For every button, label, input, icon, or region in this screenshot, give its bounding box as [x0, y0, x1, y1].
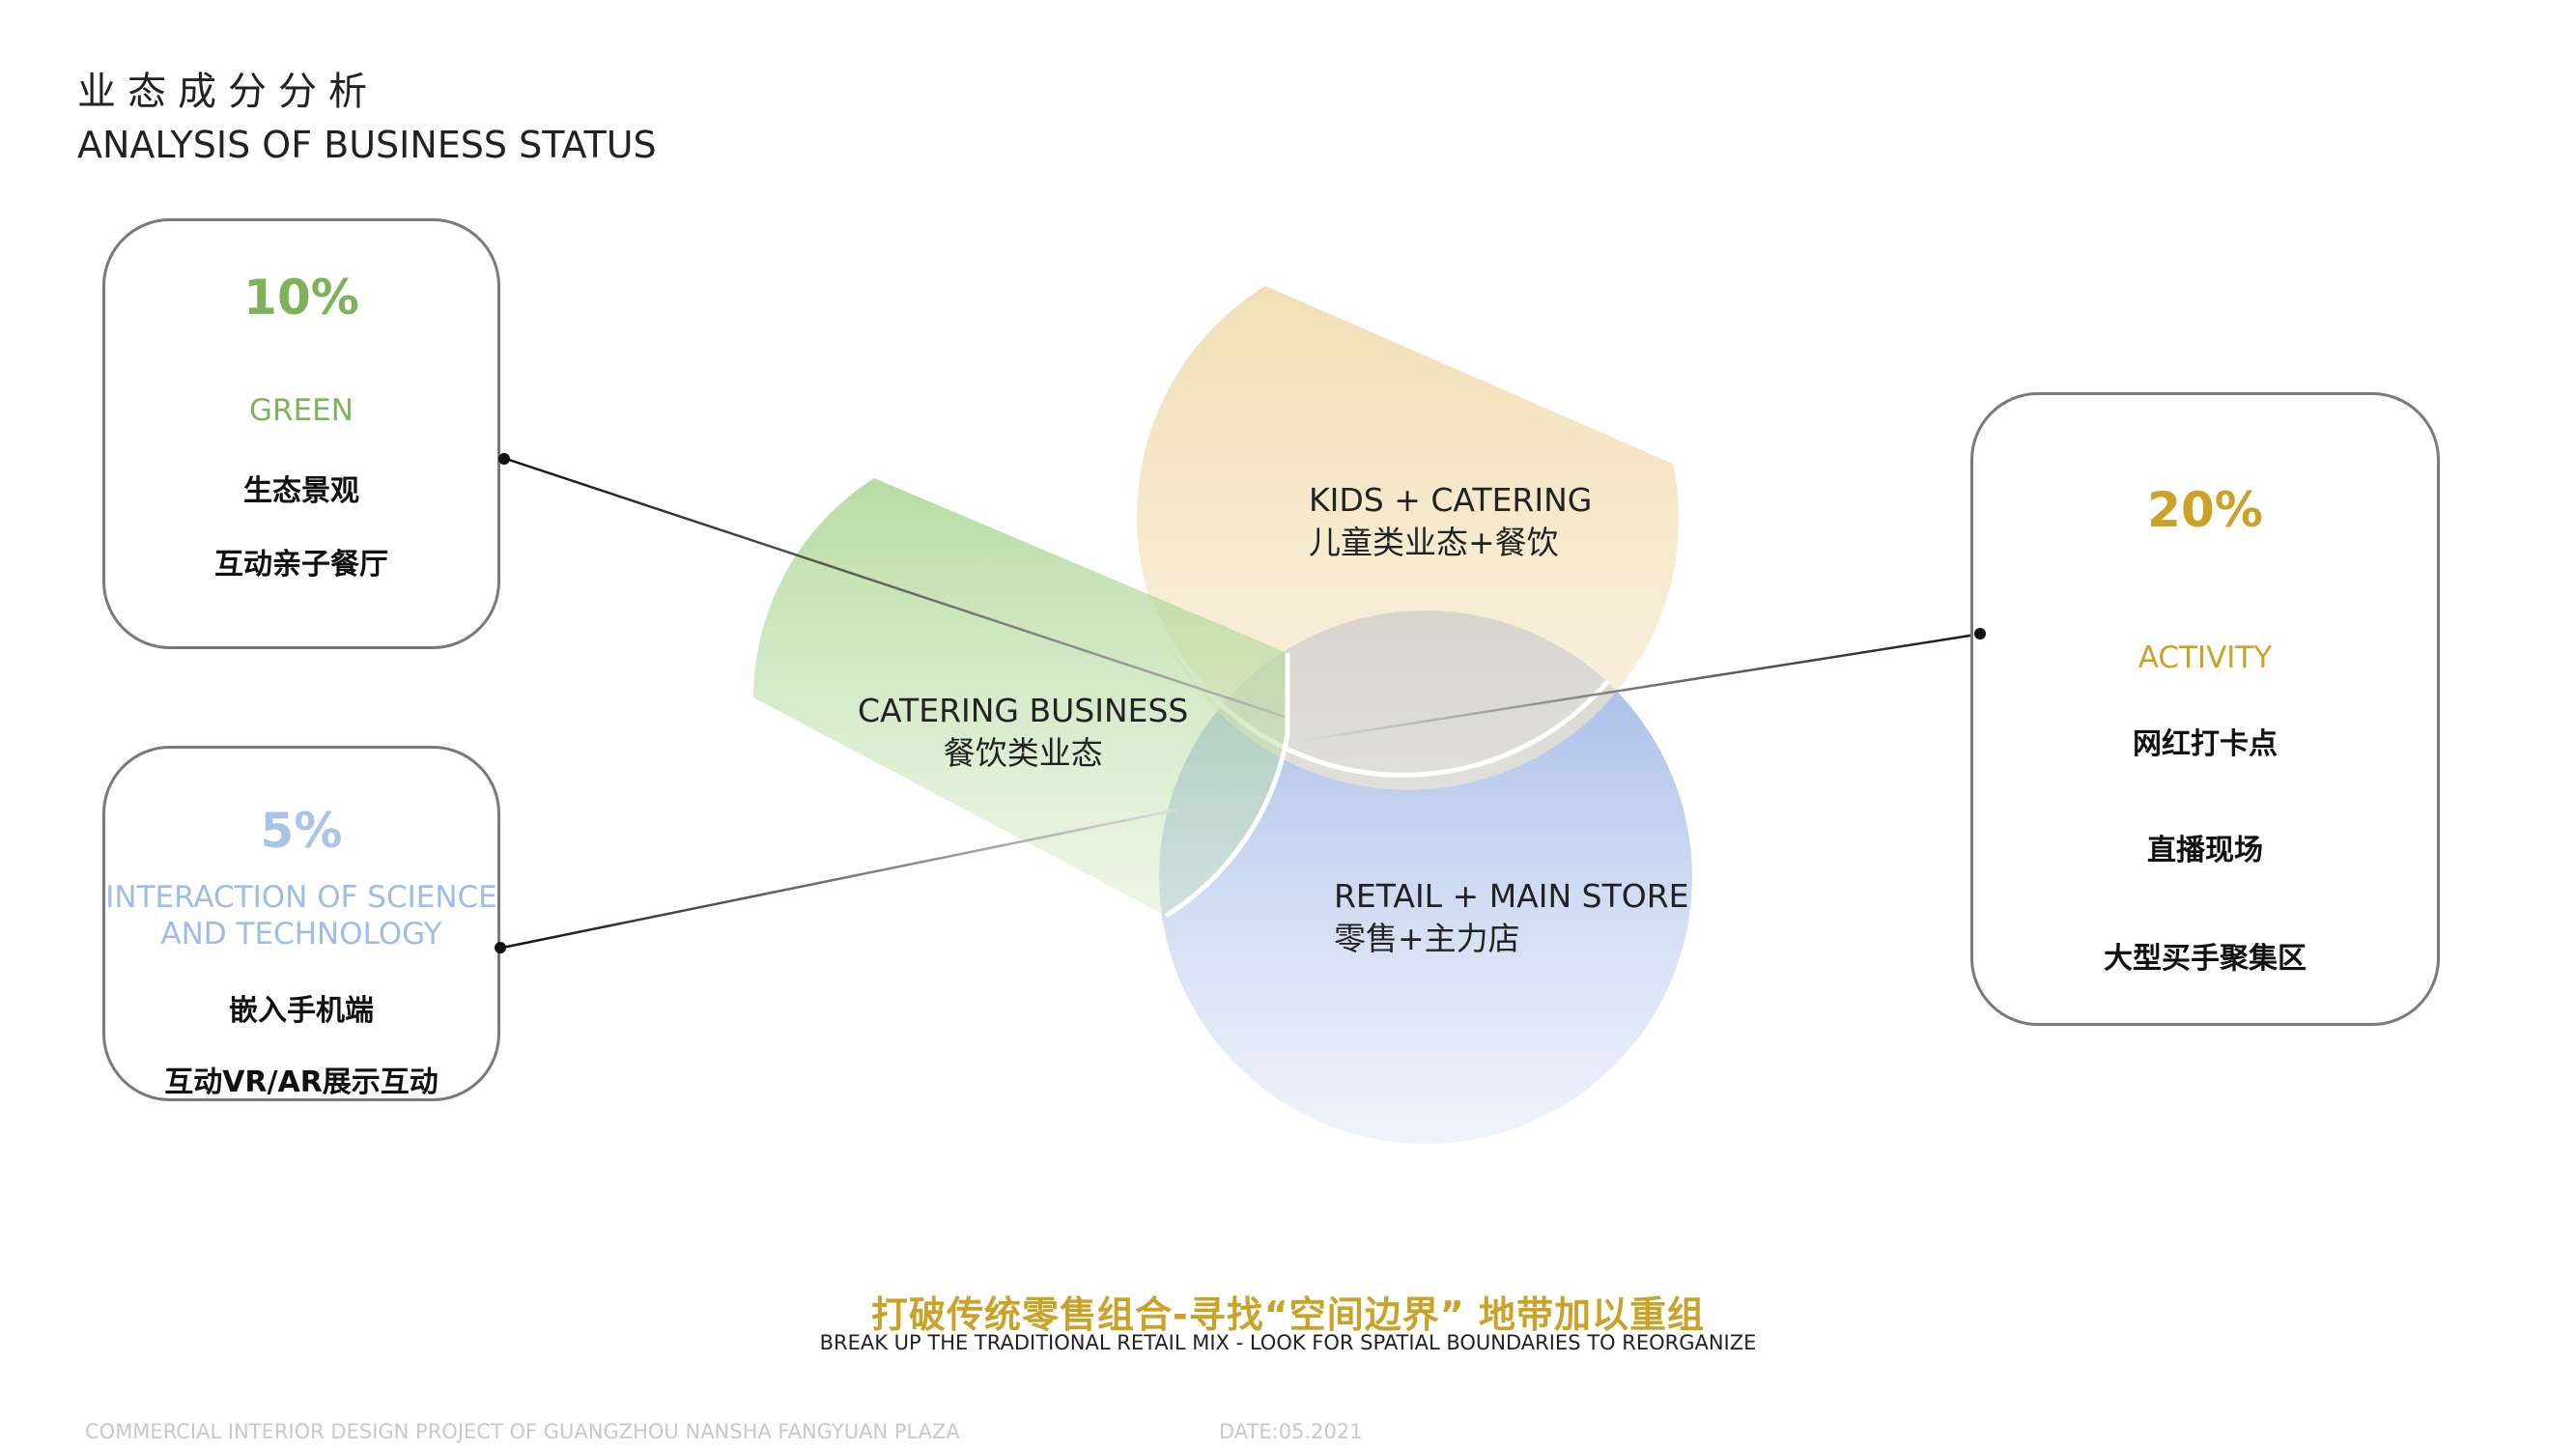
activity-percent: 20%	[2147, 482, 2263, 538]
kids-catering-label-en: KIDS + CATERING	[1309, 481, 1593, 519]
activity-category: ACTIVITY	[2137, 640, 2273, 675]
kids-catering-label-cn: 儿童类业态+餐饮	[1309, 523, 1559, 561]
footer-project: COMMERCIAL INTERIOR DESIGN PROJECT OF GU…	[85, 1420, 960, 1443]
green-item: 互动亲子餐厅	[214, 548, 388, 582]
tech-category-line2: AND TECHNOLOGY	[160, 917, 442, 952]
activity-item: 直播现场	[2147, 834, 2263, 867]
catering-label: CATERING BUSINESS 餐饮类业态	[858, 690, 1188, 774]
green-card: 10% GREEN 生态景观 互动亲子餐厅	[102, 218, 500, 649]
activity-item: 网红打卡点	[2133, 727, 2278, 761]
green-item: 生态景观	[243, 474, 359, 508]
tech-item: 互动VR/AR展示互动	[164, 1065, 439, 1099]
retail-label: RETAIL + MAIN STORE 零售+主力店	[1334, 875, 1689, 959]
tech-connector-dot	[495, 942, 506, 953]
kids-catering-label: KIDS + CATERING 儿童类业态+餐饮	[1309, 479, 1592, 563]
slogan-en: BREAK UP THE TRADITIONAL RETAIL MIX - LO…	[819, 1331, 1757, 1354]
tech-card: 5% INTERACTION OF SCIENCE AND TECHNOLOGY…	[102, 746, 500, 1101]
retail-label-en: RETAIL + MAIN STORE	[1334, 877, 1689, 915]
tech-item: 嵌入手机端	[229, 994, 374, 1028]
green-connector-dot	[498, 453, 510, 465]
catering-label-cn: 餐饮类业态	[943, 733, 1103, 772]
catering-shape	[753, 478, 1288, 916]
connector-activity	[1293, 632, 1983, 744]
catering-label-en: CATERING BUSINESS	[858, 692, 1189, 729]
activity-connector-dot	[1974, 628, 1986, 639]
activity-item: 大型买手聚集区	[2104, 942, 2307, 976]
green-category: GREEN	[249, 393, 354, 428]
footer-date: DATE:05.2021	[1219, 1420, 1363, 1443]
connector-green	[505, 457, 1286, 719]
page-title-cn: 业态成分分析	[77, 70, 379, 114]
catering-outline	[1164, 653, 1290, 919]
activity-card: 20% ACTIVITY 网红打卡点 直播现场 大型买手聚集区	[1970, 392, 2440, 1026]
retail-label-cn: 零售+主力店	[1334, 919, 1520, 957]
tech-category-line1: INTERACTION OF SCIENCE	[105, 880, 497, 915]
green-percent: 10%	[243, 270, 359, 326]
tech-percent: 5%	[260, 803, 343, 859]
page-title-en: ANALYSIS OF BUSINESS STATUS	[77, 124, 657, 166]
slogan-cn: 打破传统零售组合-寻找“空间边界” 地带加以重组	[871, 1293, 1705, 1336]
connector-tech	[501, 808, 1179, 950]
